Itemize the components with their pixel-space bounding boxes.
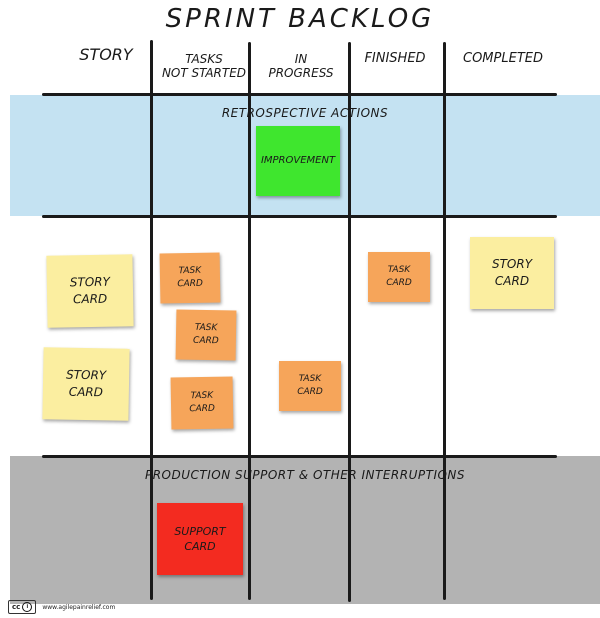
- story-card[interactable]: STORY CARD: [46, 254, 134, 328]
- header-line: IN: [294, 52, 308, 66]
- card-text: CARD: [189, 403, 216, 415]
- card-text: CARD: [386, 278, 412, 288]
- card-text: SUPPORT: [174, 524, 226, 538]
- card-text: CARD: [68, 384, 104, 400]
- card-text: CARD: [177, 278, 204, 290]
- footer-url[interactable]: www.agilepainrelief.com: [42, 603, 116, 611]
- column-header-in-progress: IN PROGRESS: [253, 52, 349, 80]
- grid-line-horizontal: [42, 93, 557, 96]
- card-text: CARD: [72, 291, 108, 307]
- attribution-icon: i: [22, 602, 33, 612]
- header-line: NOT STARTED: [161, 66, 247, 80]
- task-card-finished[interactable]: TASK CARD: [368, 252, 430, 302]
- card-text: TASK: [387, 265, 411, 276]
- grid-line-vertical: [443, 42, 446, 600]
- story-card[interactable]: STORY CARD: [42, 347, 130, 421]
- license-badge: cc i: [8, 600, 37, 614]
- grid-line-vertical: [248, 42, 251, 600]
- task-card[interactable]: TASK CARD: [170, 376, 234, 430]
- production-support-band-label: PRODUCTION SUPPORT & OTHER INTERRUPTIONS: [144, 468, 466, 482]
- card-text: IMPROVEMENT: [260, 155, 336, 166]
- card-text: STORY: [491, 257, 533, 272]
- grid-line-vertical: [348, 42, 351, 602]
- grid-line-horizontal: [42, 455, 557, 458]
- improvement-card[interactable]: IMPROVEMENT: [256, 126, 340, 196]
- story-card-completed[interactable]: STORY CARD: [470, 237, 554, 309]
- card-text: TASK: [178, 266, 202, 277]
- column-header-finished: FINISHED: [364, 51, 426, 66]
- cc-icon: cc: [12, 603, 21, 611]
- column-header-story: STORY: [79, 45, 133, 64]
- task-card[interactable]: TASK CARD: [175, 309, 237, 361]
- card-text: TASK: [190, 391, 214, 402]
- column-header-tasks-not-started: TASKS NOT STARTED: [155, 52, 253, 80]
- card-text: CARD: [494, 274, 530, 288]
- task-card-in-progress[interactable]: TASK CARD: [279, 361, 341, 411]
- card-text: CARD: [297, 387, 323, 397]
- grid-line-horizontal: [42, 215, 557, 218]
- card-text: TASK: [194, 323, 218, 334]
- card-text: TASK: [298, 374, 322, 385]
- header-line: TASKS: [185, 52, 223, 66]
- grid-line-vertical: [150, 40, 153, 600]
- card-text: CARD: [184, 540, 216, 553]
- card-text: STORY: [69, 274, 110, 290]
- column-header-completed: COMPLETED: [463, 51, 543, 66]
- board-title: SPRINT BACKLOG: [165, 4, 435, 34]
- header-line: PROGRESS: [268, 66, 334, 80]
- support-card[interactable]: SUPPORT CARD: [157, 503, 243, 575]
- task-card[interactable]: TASK CARD: [159, 252, 221, 304]
- footer: cc i www.agilepainrelief.com: [8, 600, 115, 614]
- card-text: STORY: [66, 367, 107, 383]
- production-support-band: PRODUCTION SUPPORT & OTHER INTERRUPTIONS: [10, 456, 600, 604]
- card-text: CARD: [192, 335, 219, 347]
- retrospective-band-label: RETROSPECTIVE ACTIONS: [221, 106, 389, 120]
